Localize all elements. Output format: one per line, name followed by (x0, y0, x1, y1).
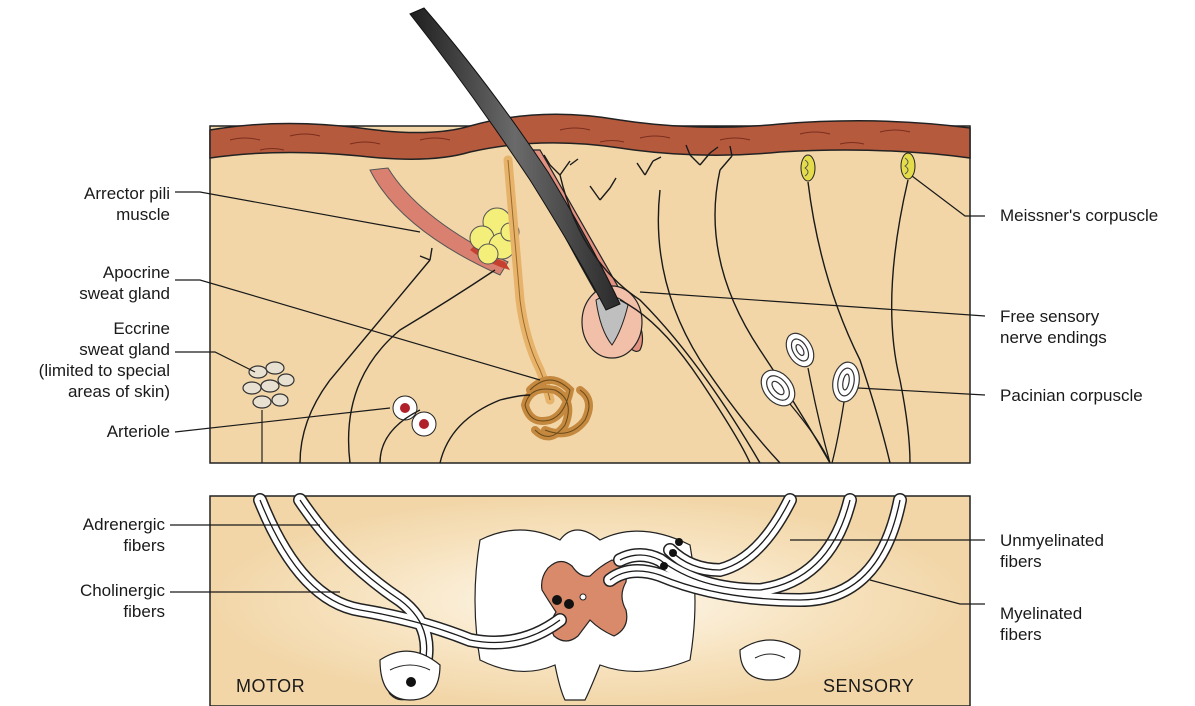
label-arteriole: Arteriole (30, 421, 170, 442)
label-eccrine-sweat-gland: Eccrine sweat gland (limited to special … (4, 318, 170, 402)
label-adrenergic-fibers: Adrenergic fibers (20, 514, 165, 556)
label-free-sensory-nerve-endings: Free sensory nerve endings (1000, 306, 1190, 348)
label-cholinergic-fibers: Cholinergic fibers (20, 580, 165, 622)
label-myelinated-fibers: Myelinated fibers (1000, 603, 1190, 645)
label-meissner-corpuscle: Meissner's corpuscle (1000, 205, 1190, 226)
label-apocrine-sweat-gland: Apocrine sweat gland (30, 262, 170, 304)
label-pacinian-corpuscle: Pacinian corpuscle (1000, 385, 1190, 406)
label-arrector-pili: Arrector pili muscle (30, 183, 170, 225)
label-sensory: SENSORY (823, 676, 914, 697)
label-unmyelinated-fibers: Unmyelinated fibers (1000, 530, 1190, 572)
label-motor: MOTOR (236, 676, 305, 697)
